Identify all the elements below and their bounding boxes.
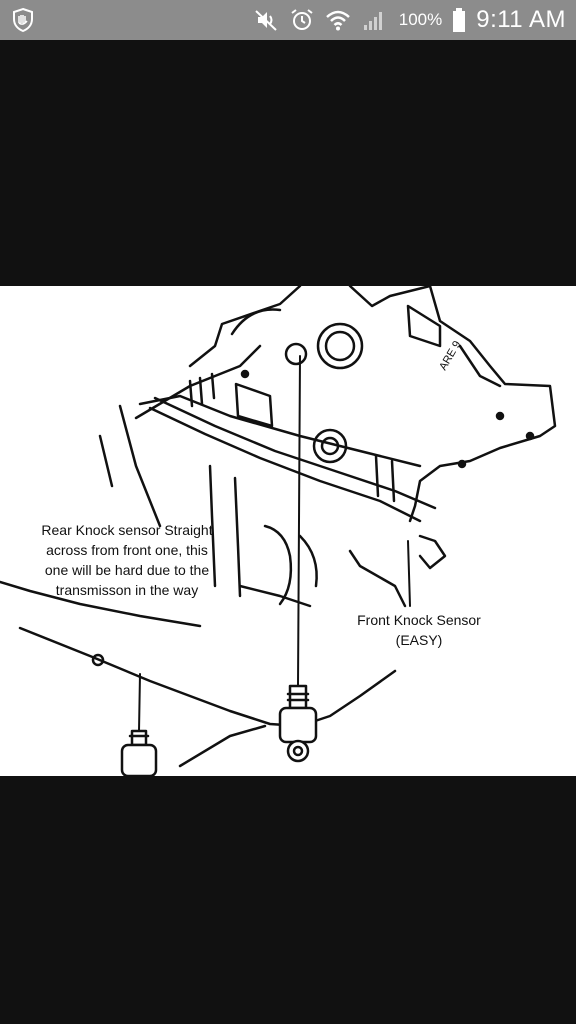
front-knock-sensor-label: Front Knock Sensor (EASY) xyxy=(357,612,481,648)
rear-knock-sensor-label: Rear Knock sensor Straight across from f… xyxy=(41,522,213,598)
shield-notification-icon xyxy=(13,7,33,33)
oil-pan-outline xyxy=(18,626,397,728)
image-viewer[interactable]: ARE 9 Rear Knock sensor Straight across … xyxy=(0,40,576,1024)
status-bar: 100% 9:11 AM xyxy=(0,0,576,40)
mute-icon xyxy=(255,10,277,31)
alarm-clock-icon xyxy=(291,9,313,30)
rear-sensor-leader xyxy=(138,673,141,732)
engine-diagram-image[interactable]: ARE 9 Rear Knock sensor Straight across … xyxy=(0,286,576,776)
engine-block-outline xyxy=(188,286,302,368)
battery-percent: 100% xyxy=(398,10,443,29)
wifi-icon xyxy=(325,10,350,31)
clock: 9:11 AM xyxy=(476,6,566,33)
signal-icon xyxy=(363,12,382,30)
front-sensor-leader xyxy=(297,355,301,687)
battery-icon xyxy=(453,8,466,32)
knock-sensor-diagram: ARE 9 xyxy=(0,286,557,776)
